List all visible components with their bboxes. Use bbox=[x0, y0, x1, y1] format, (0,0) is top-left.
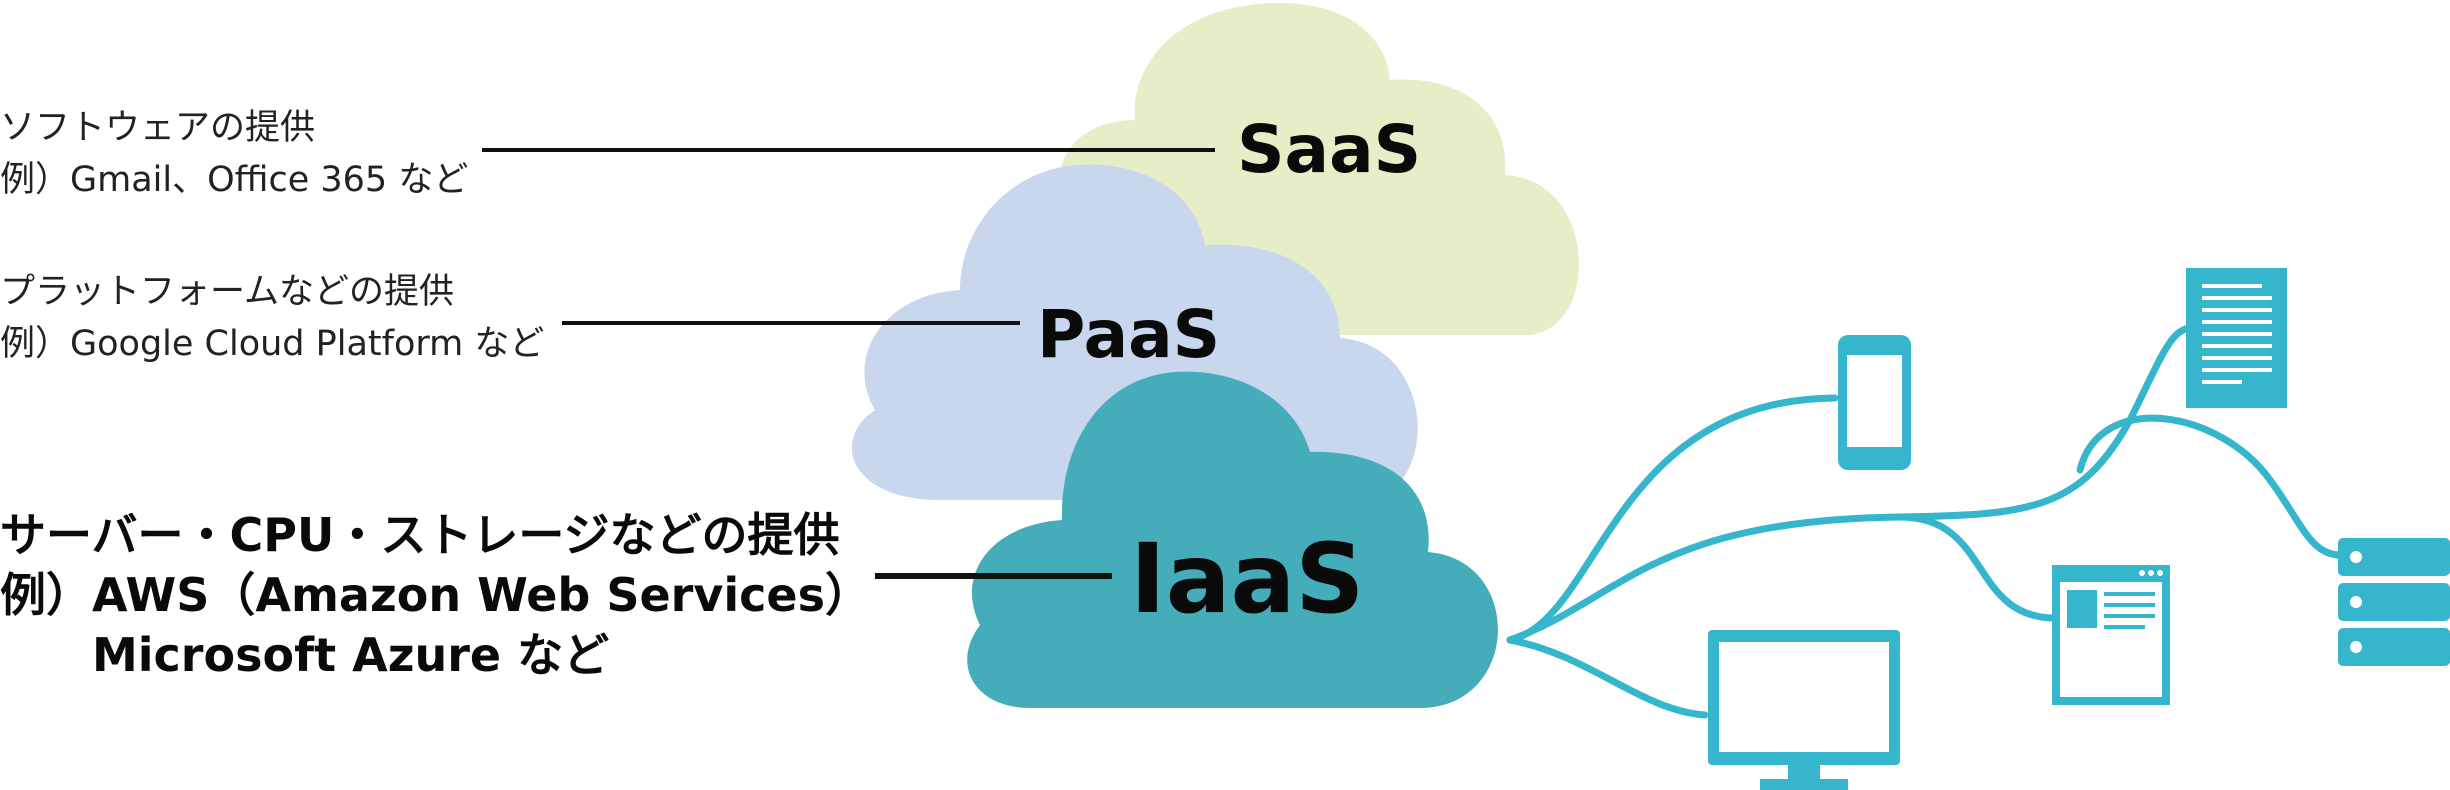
smartphone-icon bbox=[1838, 335, 1911, 470]
iaas-cloud bbox=[967, 371, 1498, 708]
iaas-description: サーバー・CPU・ストレージなどの提供 例）AWS（Amazon Web Ser… bbox=[0, 505, 871, 685]
paas-description-line1: プラットフォームなどの提供 bbox=[0, 272, 454, 312]
iaas-description-line2: 例）AWS（Amazon Web Services） bbox=[0, 568, 871, 622]
network-connections bbox=[1506, 324, 2344, 719]
browser-window-icon bbox=[2052, 565, 2170, 705]
saas-label: SaaS bbox=[1237, 111, 1421, 188]
saas-description-line2: 例）Gmail、Office 365 など bbox=[0, 160, 469, 200]
document-icon bbox=[2186, 268, 2287, 408]
paas-description: プラットフォームなどの提供 例）Google Cloud Platform など bbox=[0, 266, 544, 370]
iaas-label: IaaS bbox=[1130, 523, 1364, 635]
iaas-description-line3: Microsoft Azure など bbox=[92, 628, 610, 682]
connector-lines bbox=[482, 148, 1215, 579]
desktop-monitor-icon bbox=[1708, 630, 1900, 790]
saas-description: ソフトウェアの提供 例）Gmail、Office 365 など bbox=[0, 102, 468, 206]
saas-description-line1: ソフトウェアの提供 bbox=[0, 108, 316, 148]
paas-description-line2: 例）Google Cloud Platform など bbox=[0, 324, 545, 364]
iaas-description-line1: サーバー・CPU・ストレージなどの提供 bbox=[0, 508, 840, 562]
paas-label: PaaS bbox=[1037, 296, 1220, 373]
server-rack-icon bbox=[2338, 538, 2450, 666]
